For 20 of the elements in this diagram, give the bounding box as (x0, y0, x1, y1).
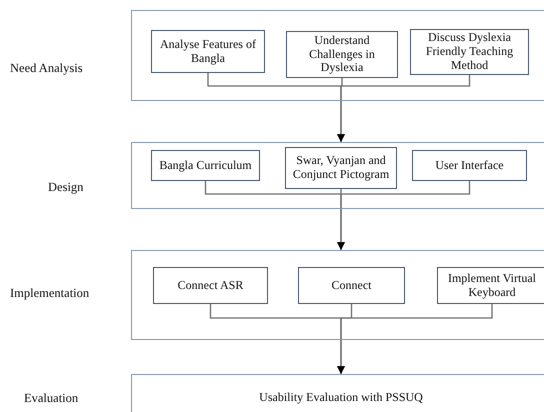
stage-panel: Usability Evaluation with PSSUQ (131, 374, 544, 412)
connector-arrow (337, 181, 470, 250)
step-box: Analyse Features of Bangla (151, 30, 265, 73)
step-box: Connect ASR (153, 267, 268, 304)
step-box: Understand Challenges in Dyslexia (286, 31, 398, 78)
step-box: Swar, Vyanjan and Conjunct Pictogram (285, 147, 397, 189)
step-box: Bangla Curriculum (151, 150, 260, 181)
step-box: Discuss Dyslexia Friendly Teaching Method (410, 29, 529, 75)
step-box: Connect (298, 267, 405, 304)
step-box: User Interface (412, 150, 527, 181)
connector-arrow (337, 75, 470, 142)
step-box: Implement Virtual Keyboard (437, 267, 544, 304)
stage-label: Evaluation (24, 391, 78, 406)
stage-label: Implementation (10, 286, 90, 301)
stage-panel (131, 10, 544, 101)
connector-arrow (337, 304, 493, 374)
stage-label: Design (48, 180, 84, 195)
stage-panel (131, 250, 544, 340)
stage-label: Need Analysis (10, 61, 83, 76)
stage-panel (131, 142, 544, 209)
